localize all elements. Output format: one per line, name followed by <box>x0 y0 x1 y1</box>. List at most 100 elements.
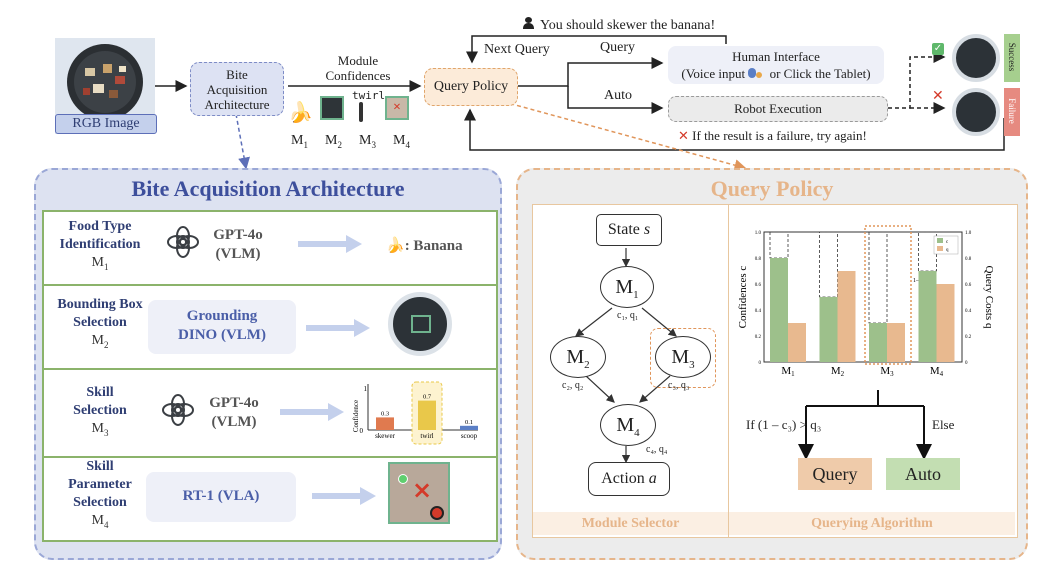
qa-ytick-right-5: 1.0 <box>965 231 972 236</box>
qa-legend-swatch-q <box>937 246 943 251</box>
person-icon <box>523 17 534 29</box>
fork-icon <box>359 102 363 122</box>
node-m4-cost: c₄, q₄ <box>646 444 668 455</box>
query-result-button: Query <box>798 458 872 490</box>
skill-bar-value-scoop: 0.1 <box>465 419 473 426</box>
rgb-image-label: RGB Image <box>55 114 157 134</box>
auto-branch-label: Auto <box>604 88 632 103</box>
bite-box-line-2: Acquisition <box>206 82 268 97</box>
skill-bar-value-twirl: 0.7 <box>423 394 432 401</box>
qa-xtick-M1: M1 <box>781 365 795 378</box>
qa-xtick-M4: M4 <box>930 365 944 378</box>
user-message: You should skewer the banana! <box>523 17 715 34</box>
decision-else: Else <box>932 417 955 432</box>
module-label-m2: M2 <box>325 133 342 150</box>
tap-icon <box>756 72 763 78</box>
module-confidences-line-1: Module <box>337 53 379 68</box>
food-closeup-icon: × <box>385 96 409 120</box>
decision-tree-lines <box>798 390 932 460</box>
qa-ytick-left-0: 0 <box>759 361 762 366</box>
banana-icon: 🍌 <box>386 238 405 254</box>
skill-bar-label-twirl: twirl <box>420 432 433 440</box>
qa-ytick-left-1: 0.2 <box>755 335 762 340</box>
node-m3: M3 <box>655 336 711 378</box>
bounding-box-arrow <box>306 319 370 337</box>
node-m2: M2 <box>550 336 606 378</box>
qa-ytick-right-2: 0.4 <box>965 309 972 314</box>
bbox-plate-image <box>388 292 452 356</box>
food-type-arrow <box>298 235 362 253</box>
qa-ytick-left-3: 0.6 <box>755 283 762 288</box>
failure-message-text: If the result is a failure, try again! <box>692 128 867 143</box>
food-type-output: 🍌: Banana <box>386 238 463 254</box>
human-interface-title: Human Interface <box>732 49 820 64</box>
skill-bar-value-skewer: 0.3 <box>381 410 389 417</box>
success-check-icon: ✓ <box>932 43 944 55</box>
node-m4: M4 <box>600 404 656 446</box>
bbox-thumbnail-icon <box>320 96 344 120</box>
skill-bar-label-scoop: scoop <box>461 432 478 440</box>
openai-logo-icon <box>165 224 201 265</box>
skill-selection-model: GPT-4o(VLM) <box>209 395 259 430</box>
skill-bar-twirl <box>418 400 436 430</box>
node-m1-cost: c₁, q₁ <box>617 310 639 321</box>
qa-gap-label: 1–c₃ <box>913 278 924 284</box>
rt1-model: RT-1 (VLA) <box>182 488 260 504</box>
failure-outcome-image <box>952 88 1000 136</box>
qa-xtick-M2: M2 <box>831 365 845 378</box>
qa-ytick-right-4: 0.8 <box>965 257 972 262</box>
skewer-point-icon <box>398 474 408 484</box>
openai-logo-icon-2 <box>160 392 196 433</box>
qa-ytick-right-0: 0 <box>965 361 968 366</box>
query-panel-title: Query Policy <box>710 176 834 201</box>
module-selector-footer: Module Selector <box>533 512 728 535</box>
qa-plot-frame <box>763 231 963 363</box>
failure-message: ✕ If the result is a failure, try again! <box>678 128 867 144</box>
skill-bar-skewer <box>376 417 394 430</box>
module-confidences-label: Module Confidences <box>318 53 398 83</box>
query-branch-label: Query <box>600 40 635 55</box>
human-interface-subtitle: (Voice input or Click the Tablet) <box>681 66 871 81</box>
node-m3-cost: c₃, q₃ <box>668 380 690 391</box>
node-m2-cost: c₂, q₂ <box>562 380 584 391</box>
state-node: State s <box>596 214 662 246</box>
skill-bar-scoop <box>460 425 478 430</box>
grounding-dino-box <box>148 300 296 354</box>
qa-bar-q-M1 <box>788 323 806 362</box>
skill-chart-ylabel: Confidence <box>352 400 360 432</box>
module-selector-graph <box>575 248 677 464</box>
qa-bar-c-M2 <box>819 297 838 362</box>
microphone-icon <box>748 68 757 78</box>
failure-x-icon: ✕ <box>932 88 944 104</box>
decision-condition: If (1 – c₃) > q₃ <box>746 417 822 432</box>
module-label-m1: M1 <box>291 133 308 150</box>
x-mark-icon: × <box>393 100 401 115</box>
success-tag: Success <box>1004 34 1020 82</box>
twirl-label: twirl <box>352 89 386 102</box>
qa-legend-label-q: q <box>946 248 949 253</box>
qa-bar-q-M2 <box>837 271 856 362</box>
query-policy-box: Query Policy <box>424 68 518 106</box>
qa-bar-c-M4 <box>918 271 937 362</box>
qa-ytick-left-2: 0.4 <box>755 309 762 314</box>
qa-legend-swatch-c <box>937 238 943 243</box>
action-node: Action a <box>588 462 670 496</box>
qa-ylabel: Confidences c <box>737 266 749 329</box>
failure-tag: Failure <box>1004 88 1020 136</box>
skill-bar-label-skewer: skewer <box>375 432 395 440</box>
red-x-icon: ✕ <box>678 129 689 144</box>
querying-algorithm-footer: Querying Algorithm <box>729 512 1015 535</box>
bite-panel-title: Bite Acquisition Architecture <box>131 176 405 201</box>
qa-bar-q-M3 <box>887 323 905 362</box>
qa-ytick-left-4: 0.8 <box>755 257 762 262</box>
bite-box-line-3: Architecture <box>204 97 270 112</box>
node-m3-highlight <box>650 328 716 388</box>
module-label-m4: M4 <box>393 133 410 150</box>
module-confidences-line-2: Confidences <box>325 68 391 83</box>
x-mark-icon: × <box>412 476 433 504</box>
